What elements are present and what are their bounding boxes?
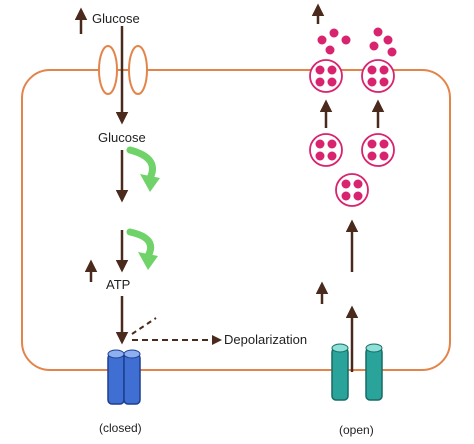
fusing-granule: [309, 59, 343, 93]
glucose-inside-label: Glucose: [98, 130, 146, 145]
open-label: (open): [339, 423, 374, 437]
atp-label: ATP: [106, 277, 130, 292]
open-channel: [331, 343, 383, 401]
closed-label: (closed): [99, 421, 142, 435]
depolarization-label: Depolarization: [224, 332, 307, 347]
insulin-granule: [309, 133, 343, 167]
released-insulin: [317, 27, 397, 57]
fusing-granule: [361, 59, 395, 93]
insulin-granule: [335, 173, 369, 207]
dashed-tick: [131, 317, 157, 335]
metabolism-curved-arrow-icon: [126, 228, 158, 270]
insulin-granule: [361, 133, 395, 167]
closed-channel: [107, 349, 141, 405]
glucose-transporter: [98, 45, 148, 95]
glucose-outside-label: Glucose: [92, 11, 140, 26]
cell-membrane: [21, 69, 451, 371]
metabolism-curved-arrow-icon: [126, 146, 160, 192]
